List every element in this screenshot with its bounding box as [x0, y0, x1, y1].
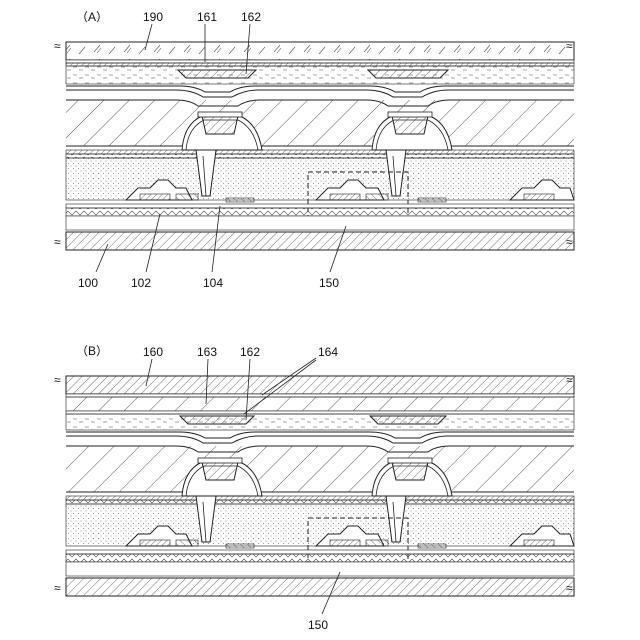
layer-insulator-2 [66, 154, 574, 158]
layer-100-substrate [66, 232, 574, 250]
layer-planarization-b [66, 446, 574, 492]
label-164: 164 [318, 345, 338, 359]
label-100: 100 [78, 276, 98, 290]
break-mark: ≈ [54, 39, 61, 53]
panel-a-label: （A） [76, 10, 108, 24]
break-mark: ≈ [566, 373, 573, 387]
partition-162-left [178, 70, 256, 78]
layer-thin-film [66, 63, 574, 66]
electrode-a-right [418, 198, 446, 202]
label-161: 161 [197, 10, 217, 24]
partition-162-b-right [370, 416, 446, 424]
pad-left [202, 116, 238, 134]
layer-insulator-1 [66, 150, 574, 154]
pad-b-left [202, 462, 238, 480]
label-150-b: 150 [308, 618, 328, 632]
partition-162-right [368, 70, 448, 78]
break-mark: ≈ [54, 235, 61, 249]
break-mark: ≈ [566, 235, 573, 249]
layer-161-film [66, 60, 574, 63]
pad-b-right [392, 462, 428, 480]
layer-163-film [66, 397, 574, 411]
label-102: 102 [131, 276, 151, 290]
label-162: 162 [241, 10, 261, 24]
layer-el-lower [66, 90, 574, 97]
pad-right [392, 116, 428, 134]
layer-104 [66, 204, 574, 208]
layer-el-upper [66, 86, 574, 92]
layer-planarization [66, 100, 574, 146]
electrode-a-mid [226, 198, 254, 202]
layer-filler-b [66, 414, 574, 430]
layer-filler [66, 66, 574, 84]
partition-162-b-left [180, 416, 254, 424]
label-162-b: 162 [240, 345, 260, 359]
label-163: 163 [197, 345, 217, 359]
layer-164-film [66, 394, 574, 397]
panel-b: （B） [54, 344, 574, 632]
layer-bottom-substrate-b [66, 578, 574, 596]
label-160: 160 [143, 345, 163, 359]
break-mark: ≈ [566, 39, 573, 53]
layer-102 [66, 208, 574, 216]
panel-b-label: （B） [76, 344, 108, 358]
break-mark: ≈ [54, 581, 61, 595]
layer-190-substrate [66, 42, 574, 60]
label-190: 190 [143, 10, 163, 24]
break-mark: ≈ [54, 373, 61, 387]
layer-160-substrate [66, 376, 574, 394]
break-mark: ≈ [566, 581, 573, 595]
panel-a: （A） [54, 10, 574, 290]
label-104: 104 [203, 276, 223, 290]
label-150: 150 [319, 276, 339, 290]
